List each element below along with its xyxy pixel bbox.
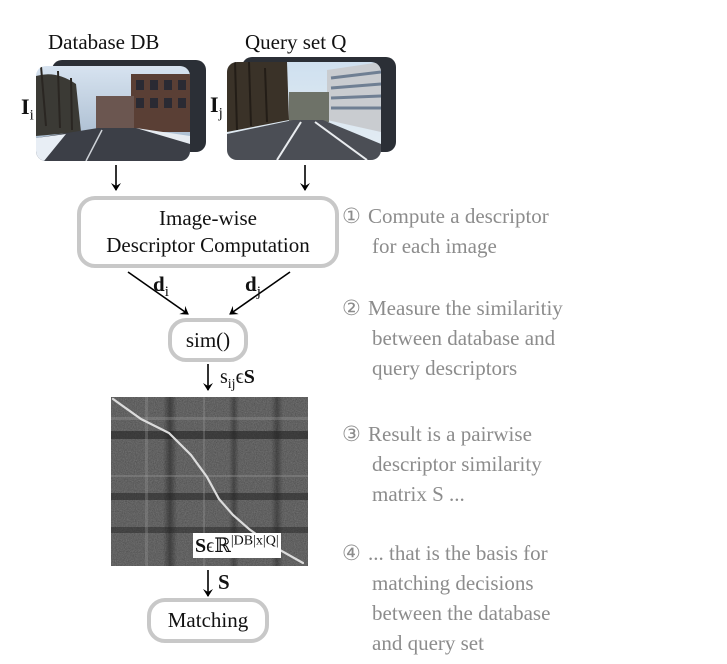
matrix-dimension-label: Sϵℝ|DB|x|Q| <box>193 533 281 558</box>
step-4-description: ④... that is the basis for matching deci… <box>342 538 550 658</box>
descriptor-computation-line2: Descriptor Computation <box>106 233 310 257</box>
arrow-di-to-sim <box>127 271 189 315</box>
step-3-number: ③ <box>342 422 361 446</box>
step-1-number: ① <box>342 204 361 228</box>
database-title: Database DB <box>48 30 160 54</box>
query-image-label: Ij <box>210 92 223 122</box>
descriptor-label-right: dj <box>245 272 261 301</box>
matching-box: Matching <box>147 598 269 643</box>
database-image <box>36 66 190 161</box>
matrix-output-label: S <box>218 570 230 594</box>
similarity-box: sim() <box>168 318 248 362</box>
similarity-output-label: sijϵS <box>220 366 255 392</box>
database-image-label: Ii <box>21 94 34 124</box>
query-image <box>227 62 381 160</box>
step-2-number: ② <box>342 296 361 320</box>
descriptor-label-left: di <box>153 272 169 301</box>
query-title: Query set Q <box>245 30 347 54</box>
descriptor-computation-box: Image-wise Descriptor Computation <box>77 196 339 268</box>
step-4-number: ④ <box>342 541 361 565</box>
arrow-dj-to-sim <box>229 271 291 315</box>
descriptor-computation-line1: Image-wise <box>159 206 257 230</box>
